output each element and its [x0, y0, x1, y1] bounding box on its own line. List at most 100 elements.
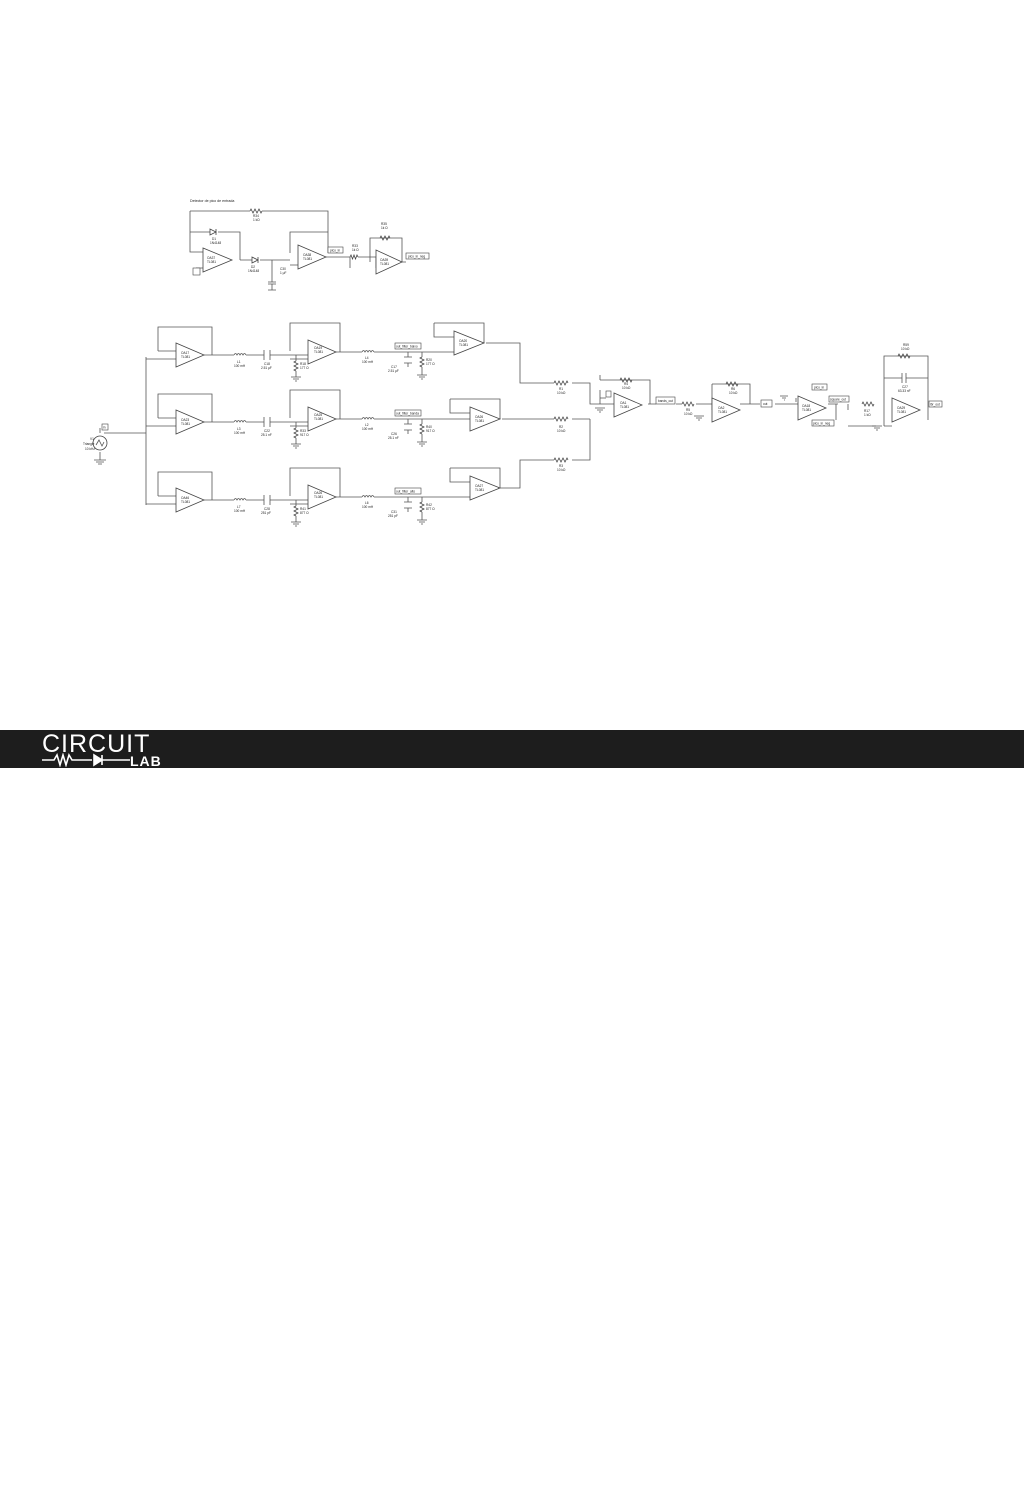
row1-buffer-model: TL081	[181, 355, 190, 359]
r35-value: 1k Ω	[381, 226, 388, 230]
net-in-peak	[192, 267, 201, 276]
diode-d1	[209, 228, 217, 236]
net-in-source-tag	[101, 423, 109, 431]
oa37-model: TL081	[207, 260, 216, 264]
row1-net-tag	[394, 342, 422, 350]
oa29-model: TL081	[897, 410, 906, 414]
v1-value: 10 kHz	[85, 447, 95, 451]
ground-integrator	[872, 425, 882, 431]
resistor-r2	[553, 416, 569, 422]
row1-wiring	[146, 322, 485, 377]
row3-capacitor-2-name: C31	[391, 510, 397, 514]
capacitor-c27	[901, 373, 907, 383]
row3-capacitor-2	[404, 501, 412, 509]
resistor-r3	[553, 457, 569, 463]
row3-resistor-1-value: 877 Ω	[300, 511, 309, 515]
row3-resistor-1-name: R41	[300, 507, 306, 511]
oa37-name: OA37	[207, 256, 215, 260]
net-bands-out-tag	[655, 396, 676, 405]
net-pico-in-tag	[327, 246, 344, 254]
opamp-oa37	[202, 247, 234, 273]
circuit-url[interactable]: http://circuitlab.com/cuhau7t3dd323	[218, 1480, 455, 1497]
opamp-oa26	[307, 484, 338, 510]
row2-net-label: out_filter_banda	[396, 412, 419, 416]
row1-resistor-2	[419, 356, 425, 368]
row3-capacitor-1	[263, 495, 271, 505]
oa38-model: TL081	[303, 257, 312, 261]
row2-capacitor-1-name: C22	[264, 429, 270, 433]
row3-ground-2	[417, 519, 427, 525]
net-pico-in-neg-comp-label: pico_in_neg	[813, 422, 830, 426]
row2-inductor-2-value: 100 mH	[362, 427, 374, 431]
d1-value: 1N4148	[210, 241, 221, 245]
row1-resistor-2-name: R20	[426, 358, 432, 362]
opamp-oa25	[307, 406, 338, 432]
row3-ground-1	[291, 521, 301, 527]
row2-inductor-2	[361, 417, 375, 420]
row3-wiring	[146, 467, 501, 522]
row2-capacitor-1-value: 25.1 nF	[261, 433, 272, 437]
footer-bar: CIRCUIT LAB fernandotancini / trab2_ htt…	[0, 730, 1024, 1497]
resistor-r1	[553, 380, 569, 386]
net-pico-in-comp-label: pico_in	[814, 386, 824, 390]
d2-name: D2	[251, 265, 255, 269]
v1-type: Triangle	[83, 442, 95, 446]
circuitlab-logo[interactable]: CIRCUIT LAB	[42, 730, 182, 769]
source-wave-icon	[95, 439, 105, 447]
row2-resistor-2-name: R40	[426, 425, 432, 429]
row1-capacitor-1-name: C18	[264, 362, 270, 366]
r34-value: 1 kΩ	[253, 218, 260, 222]
row3-inductor-2	[361, 495, 375, 498]
net-out-tag	[760, 399, 773, 408]
row2-buffer-model: TL081	[181, 422, 190, 426]
row2-resistor-2-value: 917 Ω	[426, 429, 435, 433]
r59-name: R59	[903, 343, 909, 347]
row1-resistor-1-value: 177 Ω	[300, 366, 309, 370]
row2-capacitor-1	[263, 417, 271, 427]
opamp-oa46	[175, 487, 206, 513]
net-pico-in-neg-comp-tag	[811, 419, 835, 427]
row1-net-label: out_filter_baixo	[396, 345, 418, 349]
row2-filter-opamp-name: OA25	[314, 413, 322, 417]
opamp-oa23	[175, 409, 206, 435]
r3-value: 10 kΩ	[557, 468, 566, 472]
schematic-svg: Detector de pico de entrada R34 1 kΩ D1 …	[83, 199, 943, 527]
r2-value: 10 kΩ	[557, 429, 566, 433]
author-link[interactable]: fernandotancini	[218, 1461, 321, 1478]
row3-net-label: out_filter_alto	[396, 490, 415, 494]
row1-capacitor-2-name: C17	[391, 365, 397, 369]
c30-name: C30	[280, 267, 286, 271]
c30-value: 1 μF	[280, 271, 286, 275]
r33-value: 1k Ω	[352, 248, 359, 252]
row1-resistor-1-name: R18	[300, 362, 306, 366]
resistor-r5	[681, 401, 695, 407]
row2-inductor-1	[233, 420, 247, 423]
oa1-name: OA1	[620, 401, 627, 405]
row3-capacitor-1-value: 251 pF	[261, 511, 271, 515]
resistor-r34	[249, 208, 263, 214]
net-pico-in-comp-tag	[811, 383, 828, 391]
byline: fernandotancini / trab2_	[218, 1461, 378, 1479]
opamp-oa20	[453, 330, 486, 356]
row3-resistor-2	[419, 501, 425, 513]
row1-filter-opamp-name: OA19	[314, 346, 322, 350]
r17-value: 1 kΩ	[864, 413, 871, 417]
project-name[interactable]: trab2_	[333, 1461, 379, 1478]
row3-inductor-2-value: 100 mH	[362, 505, 374, 509]
resistor-r59	[897, 353, 911, 359]
row1-filter-opamp-model: TL081	[314, 350, 323, 354]
row3-output-opamp-name: OA27	[475, 484, 483, 488]
c27-name: C27	[902, 385, 908, 389]
net-square-out-label: square_out	[830, 398, 846, 402]
opamp-oa17	[175, 342, 206, 368]
net-lbr-out-tag	[928, 400, 943, 408]
oa2-name: OA2	[718, 406, 725, 410]
oa18-model: TL081	[802, 408, 811, 412]
opamp-oa2	[711, 397, 742, 423]
row3-inductor-1	[233, 498, 247, 501]
opamp-oa1	[613, 392, 644, 418]
r17-name: R17	[864, 409, 870, 413]
ground-comparator-ref	[780, 395, 788, 401]
resistor-r4	[619, 377, 633, 383]
row1-output-opamp-model: TL081	[459, 343, 468, 347]
